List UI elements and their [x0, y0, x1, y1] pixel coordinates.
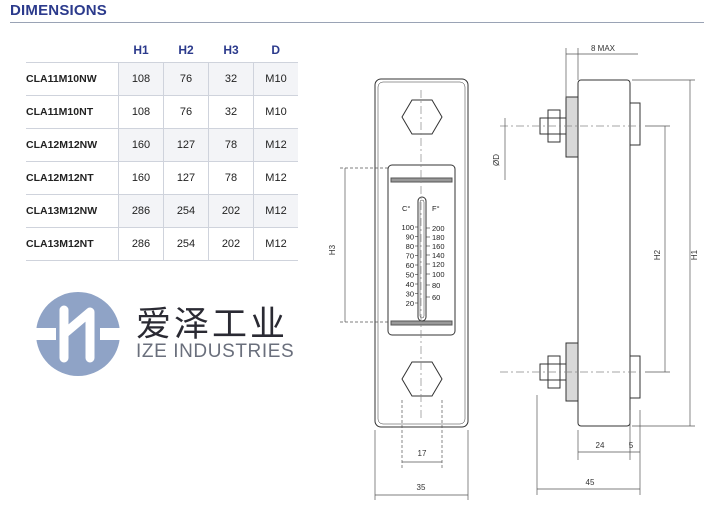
fahrenheit-tick-label: 180 [432, 233, 445, 242]
bottom-hex-nut [401, 361, 443, 397]
h1-dimension-label: H1 [690, 249, 699, 260]
celsius-tick-label: 40 [406, 280, 414, 289]
model-cell: CLA12M12NW [26, 128, 119, 162]
column-header-h1: H1 [133, 43, 149, 57]
d-cell: M10 [253, 62, 298, 96]
h3-cell: 78 [208, 161, 254, 195]
h2-cell: 254 [163, 194, 209, 228]
h1-cell: 160 [118, 161, 164, 195]
eight-max-label: 8 MAX [591, 44, 616, 53]
h3-cell: 78 [208, 128, 254, 162]
h1-cell: 160 [118, 128, 164, 162]
brand-name-chinese: 爱泽工业 [136, 305, 289, 345]
width-45-label: 45 [586, 478, 595, 487]
h3-cell: 32 [208, 95, 254, 129]
fahrenheit-tick-label: 200 [432, 224, 445, 233]
fahrenheit-unit: F° [432, 204, 440, 213]
width-35-label: 35 [417, 483, 426, 492]
celsius-unit: C° [402, 204, 410, 213]
fahrenheit-tick-label: 100 [432, 270, 445, 279]
window-bottom-band [390, 320, 453, 326]
phi-d-label: ØD [492, 154, 501, 166]
h1-cell: 108 [118, 95, 164, 129]
page-title: DIMENSIONS [10, 2, 108, 19]
column-header-h3: H3 [223, 43, 239, 57]
width-5-label: 5 [629, 441, 634, 450]
h2-dimension-label: H2 [653, 249, 662, 260]
width-24-label: 24 [596, 441, 605, 450]
brand-name-english: IZE INDUSTRIES [136, 341, 295, 362]
table-row: CLA13M12NT 286 254 202 M12 [26, 227, 298, 261]
fahrenheit-tick-label: 120 [432, 260, 445, 269]
column-header-h2: H2 [178, 43, 194, 57]
celsius-scale: 100 90 80 70 60 50 40 30 20 [401, 223, 414, 308]
front-body-inner [377, 81, 466, 425]
celsius-tick-label: 20 [406, 299, 414, 308]
sight-window [387, 164, 456, 336]
table-row: CLA12M12NW 160 127 78 M12 [26, 128, 298, 162]
d-cell: M12 [253, 161, 298, 195]
width-17-label: 17 [418, 449, 427, 458]
model-cell: CLA12M12NT [26, 161, 119, 195]
celsius-tick-label: 30 [406, 290, 414, 299]
d-cell: M12 [253, 194, 298, 228]
d-cell: M12 [253, 128, 298, 162]
model-cell: CLA11M10NT [26, 95, 119, 129]
d-cell: M12 [253, 227, 298, 261]
h1-cell: 286 [118, 194, 164, 228]
h3-cell: 202 [208, 194, 254, 228]
h2-cell: 254 [163, 227, 209, 261]
fahrenheit-tick-label: 60 [432, 293, 440, 302]
h2-cell: 127 [163, 161, 209, 195]
fahrenheit-tick-label: 160 [432, 242, 445, 251]
model-cell: CLA13M12NT [26, 227, 119, 261]
fahrenheit-scale: 200 180 160 140 120 100 80 60 [432, 224, 445, 302]
fahrenheit-tick-label: 140 [432, 251, 445, 260]
top-rear-cap [629, 102, 641, 146]
celsius-tick-label: 100 [401, 223, 414, 232]
celsius-tick-label: 70 [406, 252, 414, 261]
model-cell: CLA11M10NW [26, 62, 119, 96]
side-body-outline [577, 79, 631, 427]
h2-cell: 76 [163, 62, 209, 96]
bottom-rear-cap [629, 355, 641, 399]
table-header-row: H1 H2 H3 D [26, 38, 298, 63]
celsius-tick-label: 50 [406, 271, 414, 280]
h2-cell: 127 [163, 128, 209, 162]
dimensions-table: H1 H2 H3 D CLA11M10NW 108 76 32 M10 CLA1… [26, 38, 298, 261]
table-row: CLA11M10NT 108 76 32 M10 [26, 95, 298, 129]
front-dimension-lines [340, 90, 469, 500]
table-row: CLA13M12NW 286 254 202 M12 [26, 194, 298, 228]
side-dimension-lines [500, 48, 695, 495]
h3-cell: 202 [208, 227, 254, 261]
column-header-d: D [271, 43, 281, 57]
h2-cell: 76 [163, 95, 209, 129]
front-body-outline [374, 78, 469, 428]
fahrenheit-tick-label: 80 [432, 281, 440, 290]
ize-logo-icon [34, 292, 122, 376]
thermometer-capillary [419, 199, 425, 319]
thermometer-ticks [415, 226, 430, 304]
h3-dimension-label: H3 [328, 244, 337, 255]
h3-cell: 32 [208, 62, 254, 96]
thermometer-tube [417, 196, 427, 322]
table-row: CLA12M12NT 160 127 78 M12 [26, 161, 298, 195]
celsius-tick-label: 90 [406, 233, 414, 242]
side-view [539, 79, 641, 427]
table-row: CLA11M10NW 108 76 32 M10 [26, 62, 298, 96]
window-top-band [390, 177, 453, 183]
title-divider [10, 22, 704, 23]
top-gasket [565, 96, 579, 158]
h1-cell: 108 [118, 62, 164, 96]
h1-cell: 286 [118, 227, 164, 261]
celsius-tick-label: 60 [406, 261, 414, 270]
celsius-tick-label: 80 [406, 242, 414, 251]
d-cell: M10 [253, 95, 298, 129]
model-cell: CLA13M12NW [26, 194, 119, 228]
top-hex-nut [401, 99, 443, 135]
front-view [374, 78, 469, 428]
